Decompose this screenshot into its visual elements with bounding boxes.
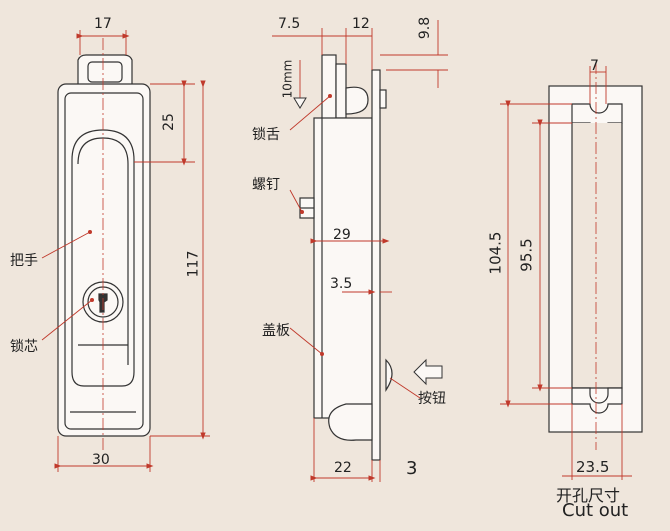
side-dimensions [272, 20, 448, 482]
cutout-dim-outer-height: 104.5 [486, 231, 505, 275]
side-dim-plate: 3.5 [330, 276, 353, 292]
cutout-dim-notch: 7 [590, 58, 599, 74]
side-tongue [321, 54, 337, 121]
label-screw: 螺钉 [252, 177, 280, 193]
label-cover: 盖板 [262, 323, 290, 339]
side-cover-plate [371, 69, 381, 461]
front-view [57, 54, 151, 437]
side-dim-bottom: 22 [334, 460, 352, 476]
cutout-title-en: Cut out [562, 500, 629, 521]
label-handle: 把手 [10, 253, 38, 269]
front-dim-top-width: 17 [94, 16, 112, 32]
label-lock-core: 锁芯 [10, 339, 38, 355]
side-view [299, 54, 393, 461]
side-dim-thickness: 3 [406, 458, 418, 479]
side-dim-travel: 10mm [280, 59, 295, 99]
cutout-view [548, 85, 643, 433]
label-tongue: 锁舌 [252, 127, 280, 143]
side-dim-c: 9.8 [417, 16, 434, 40]
cutout-dim-width: 23.5 [576, 458, 610, 476]
front-dimensions [41, 30, 210, 472]
cutout-dimensions [500, 66, 632, 480]
cutout-dim-inner-height: 95.5 [517, 238, 536, 272]
side-dim-depth: 29 [333, 227, 351, 243]
label-button: 按钮 [418, 391, 446, 407]
side-dim-a: 7.5 [278, 16, 301, 32]
button-arrow [413, 358, 443, 386]
side-body [313, 117, 373, 419]
front-dim-handle-top: 25 [160, 113, 177, 131]
front-latch-inner [87, 61, 123, 83]
front-dim-bottom-width: 30 [92, 452, 110, 468]
side-button [385, 358, 393, 392]
front-dim-total-height: 117 [185, 250, 202, 278]
cutout-title-cn: 开孔尺寸 [556, 486, 621, 505]
side-dim-b: 12 [352, 16, 370, 32]
